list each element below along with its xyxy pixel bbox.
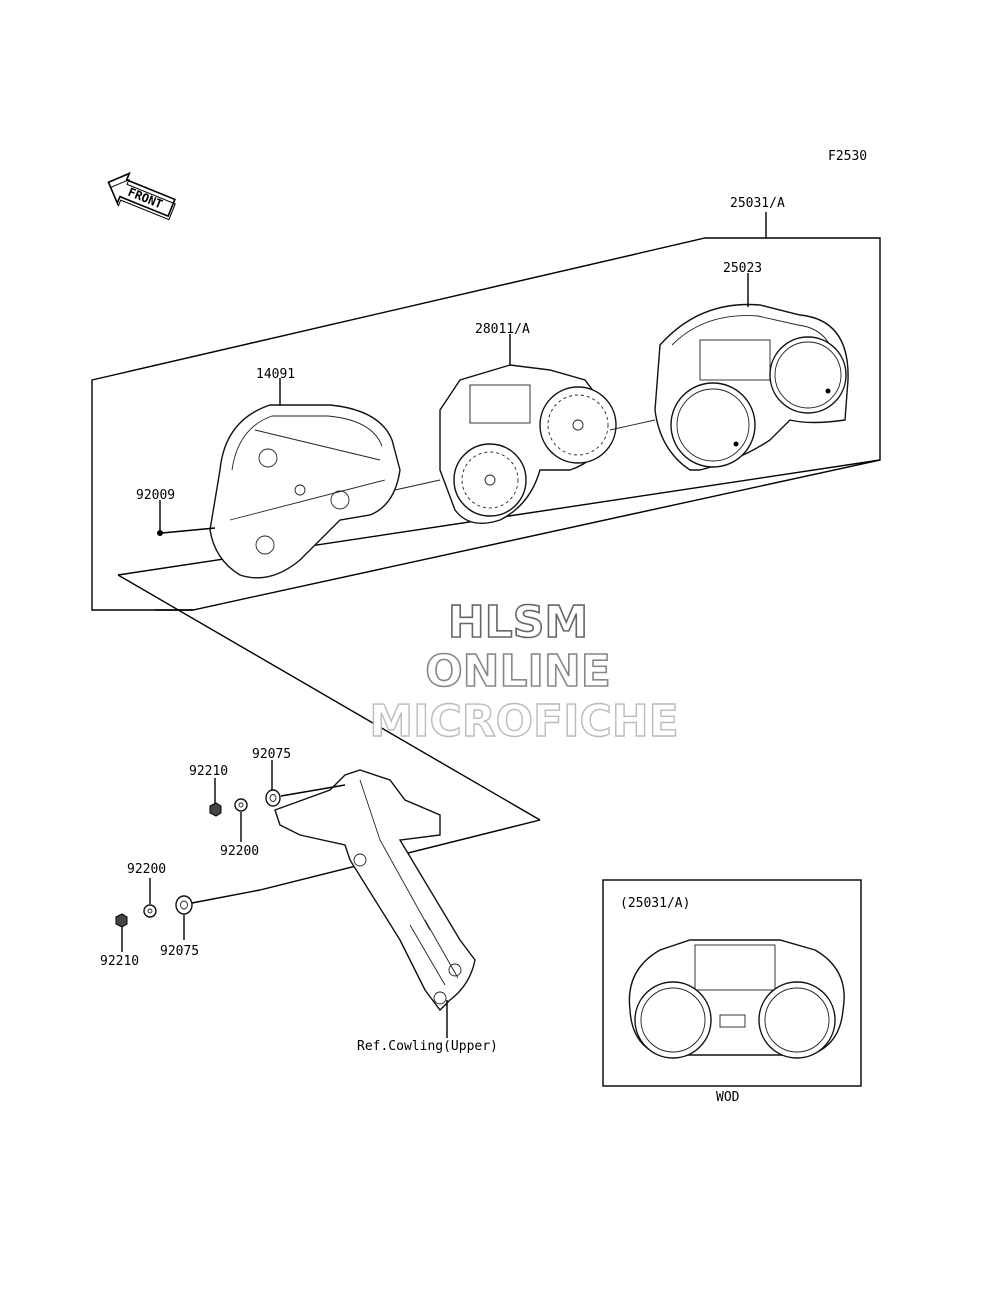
screw: [157, 527, 216, 536]
front-arrow-icon: FRONT: [107, 171, 176, 221]
figure-code: F2530: [828, 149, 867, 164]
washer-upper: [234, 798, 248, 812]
meter-case: [654, 303, 849, 471]
meter-cover: [209, 404, 401, 579]
label-nut-upper: 92210: [189, 764, 228, 779]
label-bracket-ref: Ref.Cowling(Upper): [357, 1039, 498, 1054]
label-meter-unit: 28011/A: [475, 322, 530, 337]
inset-title: (25031/A): [620, 896, 690, 911]
label-damper-lower: 92075: [160, 944, 199, 959]
nut-lower: [115, 913, 128, 928]
label-nut-lower: 92210: [100, 954, 139, 969]
washer-lower: [143, 904, 157, 918]
watermark-line1: HLSM: [448, 597, 588, 648]
bracket-guide-line: [117, 574, 541, 821]
label-assembly: 25031/A: [730, 196, 785, 211]
label-screw: 92009: [136, 488, 175, 503]
label-case: 25023: [723, 261, 762, 276]
label-damper-upper: 92075: [252, 747, 291, 762]
watermark-line2: ONLINE: [425, 646, 611, 697]
watermark-line3: MICROFICHE: [369, 696, 678, 747]
damper-lower: [175, 895, 193, 915]
nut-upper: [209, 802, 222, 817]
inset-caption: WOD: [716, 1090, 740, 1105]
label-washer-lower: 92200: [127, 862, 166, 877]
label-washer-upper: 92200: [220, 844, 259, 859]
damper-upper: [265, 789, 281, 807]
meter-bracket: [274, 769, 476, 1012]
label-cover: 14091: [256, 367, 295, 382]
watermark: HLSM ONLINE MICROFICHE: [369, 596, 680, 748]
inset-box: [602, 879, 862, 1087]
meter-unit: [439, 364, 617, 524]
